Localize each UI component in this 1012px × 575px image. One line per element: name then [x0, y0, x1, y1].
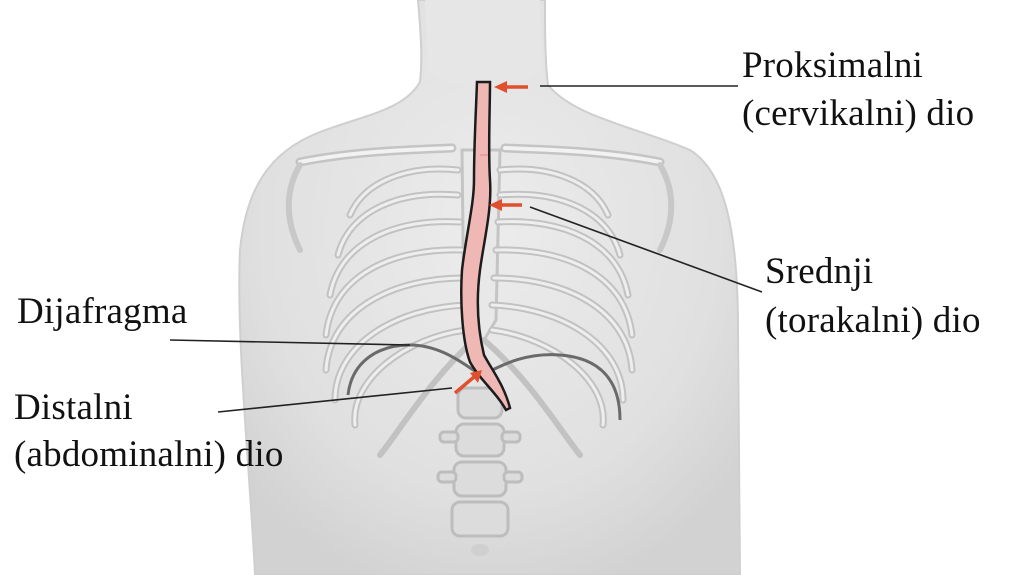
- label-middle-line1: Srednji: [765, 250, 873, 294]
- label-diaphragm: Dijafragma: [17, 290, 187, 334]
- navel: [471, 544, 489, 556]
- label-distal-line1: Distalni: [14, 386, 133, 430]
- label-proximal-line1: Proksimalni: [742, 44, 923, 88]
- label-distal-line2: (abdominalni) dio: [14, 433, 284, 477]
- neck-shading: [425, 0, 542, 87]
- label-proximal-line2: (cervikalni) dio: [742, 92, 974, 136]
- label-middle-line2: (torakalni) dio: [765, 299, 981, 343]
